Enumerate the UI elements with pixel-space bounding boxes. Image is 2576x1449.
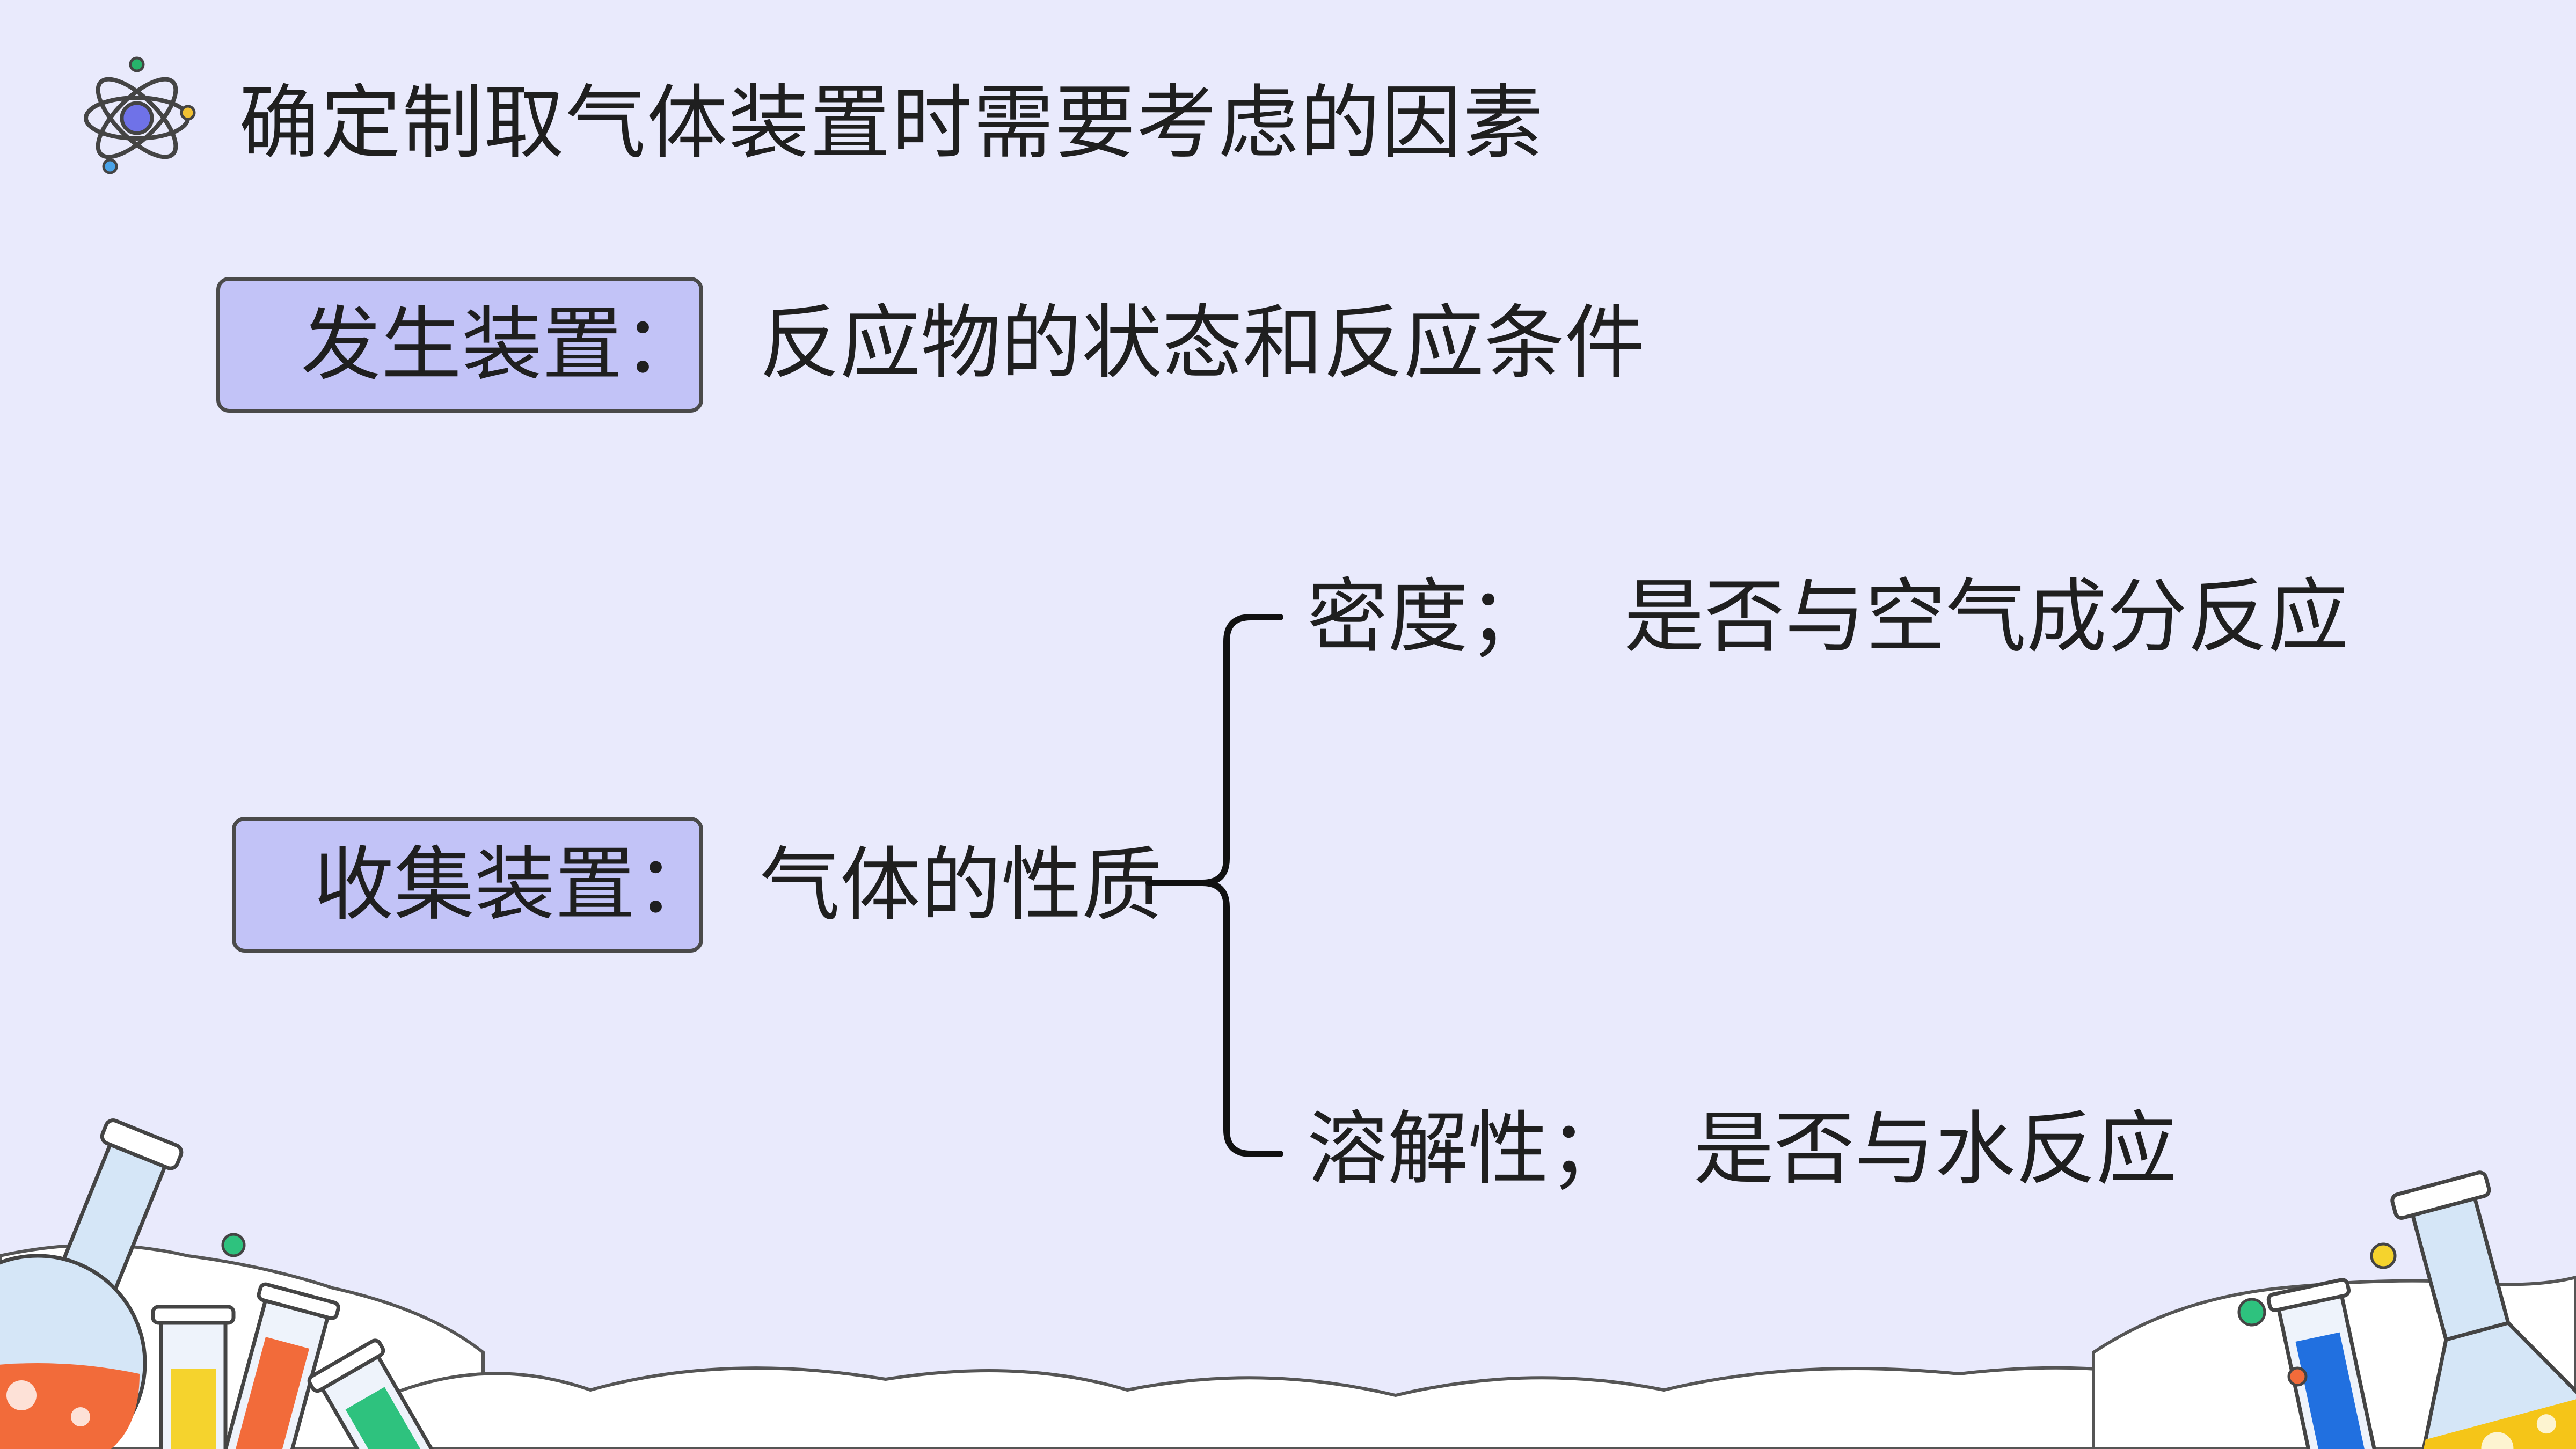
density-text: 是否与空气成分反应 <box>1624 570 2349 664</box>
test-tube-icon <box>151 1305 236 1449</box>
generation-label-box: 发生装置： <box>216 277 703 413</box>
test-tube-icon <box>218 1282 340 1449</box>
round-flask-icon <box>0 1118 184 1449</box>
cloud-left <box>0 1243 485 1449</box>
generation-text: 反应物的状态和反应条件 <box>760 297 1646 390</box>
atom-icon <box>84 56 196 174</box>
conical-flask-icon <box>2390 1170 2576 1449</box>
cloud-bottom <box>374 1366 2202 1449</box>
page-title: 确定制取气体装置时需要考虑的因素 <box>239 77 1545 170</box>
test-tube-icon <box>2266 1278 2380 1449</box>
collection-label: 收集装置： <box>313 838 717 932</box>
yellow-dot <box>2370 1242 2397 1269</box>
solubility-branch: 溶解性； 是否与水反应 <box>1307 1101 2177 1198</box>
cloud-right <box>2092 1275 2576 1449</box>
orange-dot <box>2287 1366 2308 1387</box>
solubility-label: 溶解性； <box>1307 1103 1630 1196</box>
collection-label-box: 收集装置： <box>232 817 716 953</box>
test-tube-icon <box>307 1338 451 1449</box>
gas-properties-text: 气体的性质 <box>760 839 1163 932</box>
solubility-text: 是否与水反应 <box>1694 1103 2177 1196</box>
generation-label: 发生装置： <box>301 298 704 392</box>
green-dot <box>2237 1298 2266 1327</box>
green-dot <box>221 1233 246 1257</box>
density-label: 密度； <box>1307 570 1549 664</box>
density-branch: 密度； 是否与空气成分反应 <box>1307 569 2348 665</box>
